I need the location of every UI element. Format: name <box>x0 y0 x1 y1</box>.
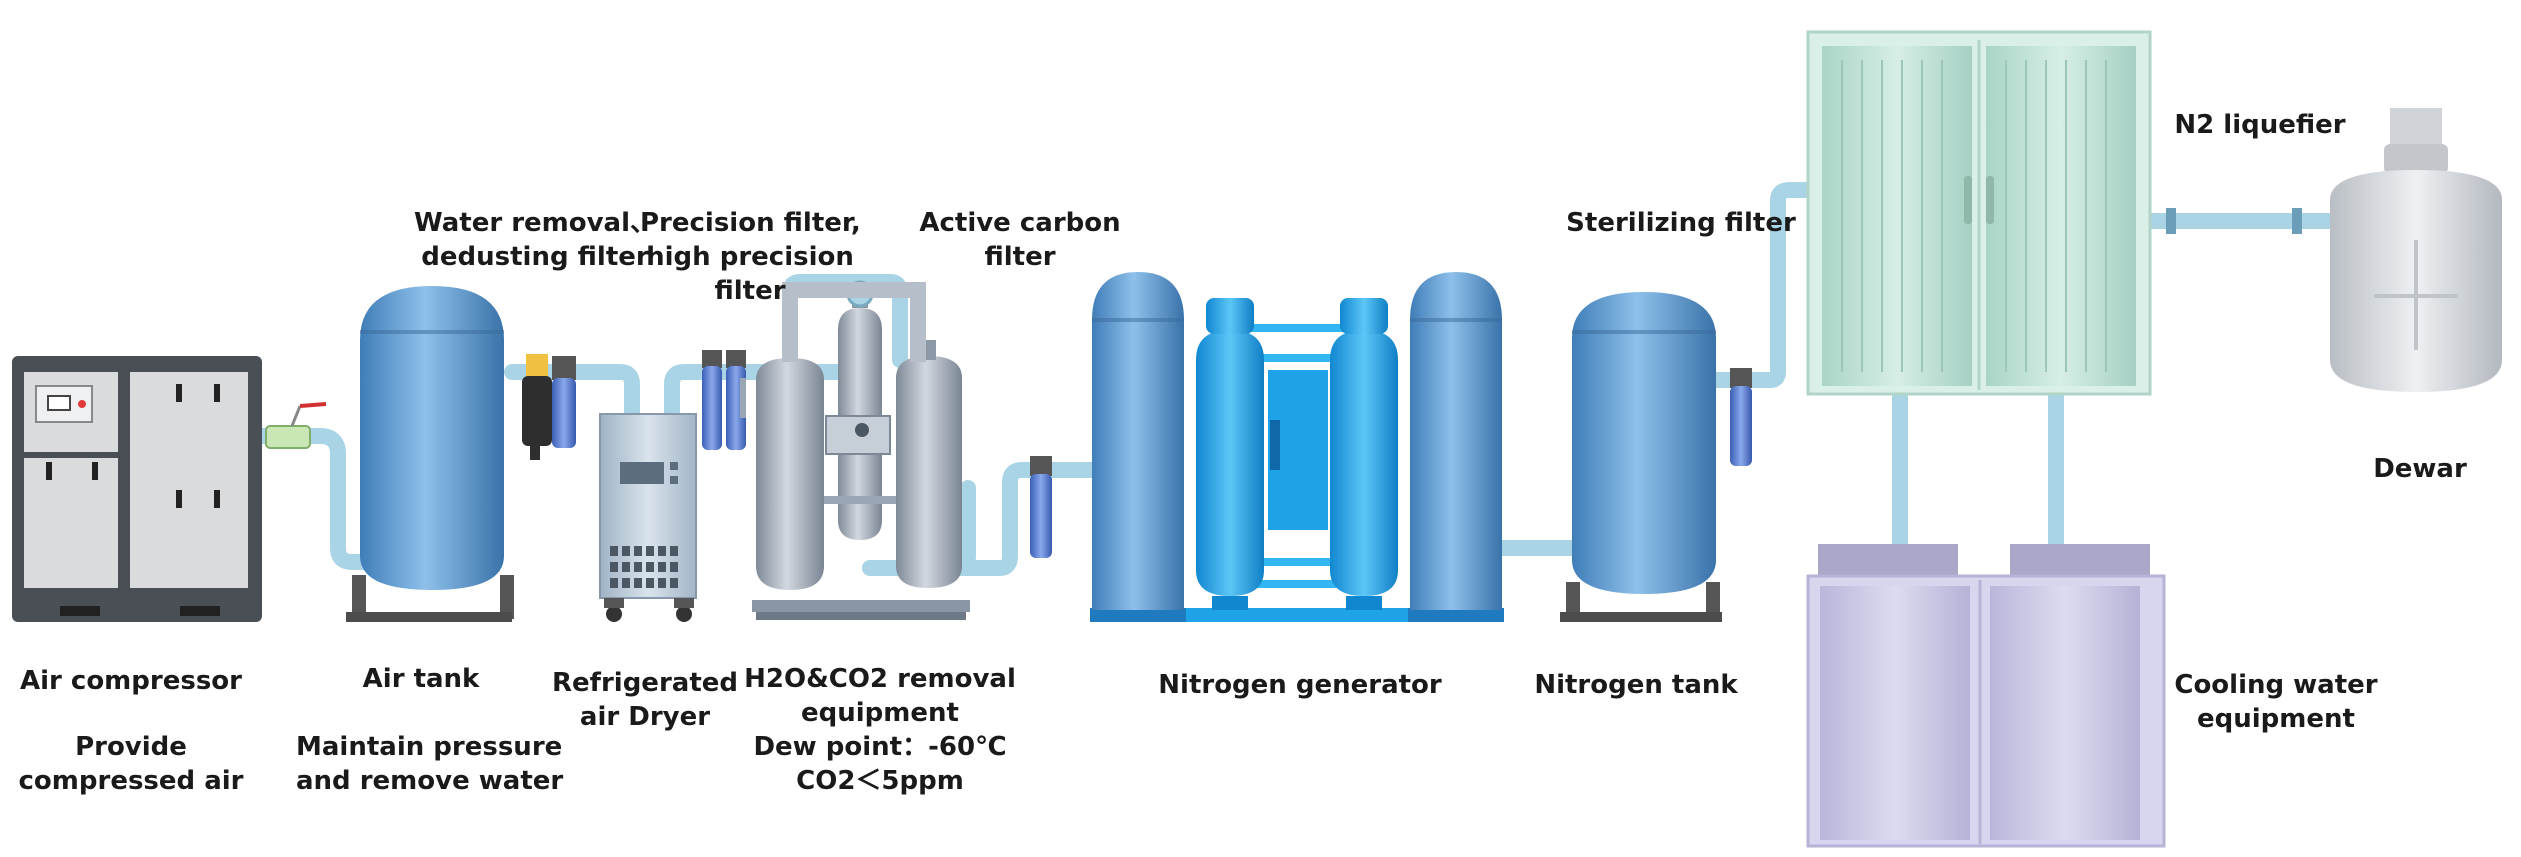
label-refrigerated-dryer: Refrigerated air Dryer <box>545 666 745 734</box>
nitrogen-tank <box>1560 292 1722 622</box>
cooling-water-equipment <box>1808 544 2164 846</box>
label-air-tank: Air tank <box>296 662 546 696</box>
dewar <box>2330 108 2502 392</box>
label-dewar: Dewar <box>2320 452 2520 486</box>
sterilizing-filter <box>1730 368 1752 466</box>
label-nitrogen-tank: Nitrogen tank <box>1526 668 1746 702</box>
label-air-tank-desc: Maintain pressure and remove water <box>296 730 546 798</box>
label-sterilizing-filter: Sterilizing filter <box>1556 206 1806 240</box>
n2-liquefier <box>1808 32 2150 394</box>
active-carbon-filter <box>1030 456 1052 558</box>
label-cooling-water-equipment: Cooling water equipment <box>2166 668 2386 736</box>
label-air-compressor-desc: Provide compressed air <box>0 730 262 798</box>
label-n2-liquefier: N2 liquefier <box>2150 108 2370 142</box>
label-h2o-co2-removal: H2O&CO2 removal equipment Dew point：-60℃… <box>740 662 1020 798</box>
label-water-removal-filter: Water removal、 dedusting filter <box>405 206 665 274</box>
nitrogen-generator <box>1090 272 1504 622</box>
label-air-compressor: Air compressor <box>0 664 262 698</box>
air-compressor <box>12 356 262 622</box>
label-active-carbon-filter: Active carbon filter <box>910 206 1130 274</box>
label-nitrogen-generator: Nitrogen generator <box>1150 668 1450 702</box>
label-precision-filter: Precision filter, high precision filter <box>640 206 860 308</box>
refrigerated-dryer <box>600 414 696 622</box>
air-tank <box>346 286 514 622</box>
h2o-co2-removal-equipment <box>740 282 970 620</box>
